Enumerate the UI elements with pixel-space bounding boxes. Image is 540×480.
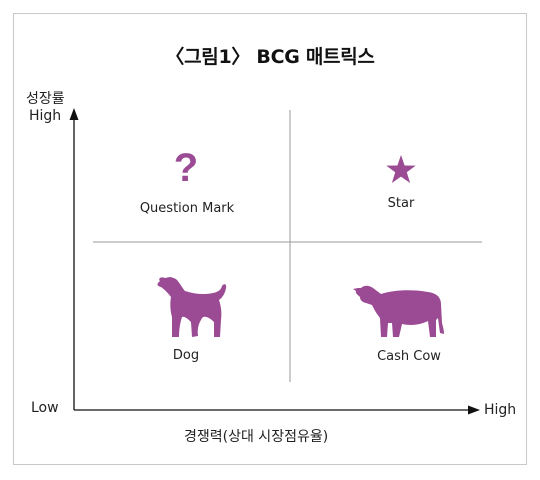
dog-label: Dog (172, 348, 200, 363)
figure-title: 〈그림1〉 BCG 매트릭스 (165, 46, 375, 68)
star-icon (386, 155, 416, 183)
x-axis-name: 경쟁력(상대 시장점유율) (184, 429, 329, 445)
cash-cow-label: Cash Cow (377, 349, 441, 364)
star-label: Star (387, 196, 415, 211)
y-axis-low-label: Low (31, 400, 59, 416)
x-axis-arrow (468, 405, 480, 415)
y-axis-high-label: High (29, 108, 62, 124)
cow-icon (353, 285, 444, 337)
question-mark-label: Question Mark (139, 201, 235, 216)
dog-icon (157, 277, 227, 337)
x-axis-high-label: High (484, 402, 517, 418)
y-axis-name: 성장률 (26, 91, 65, 107)
question-mark-icon: ? (173, 146, 199, 190)
y-axis-arrow (69, 108, 79, 120)
figure-frame (13, 13, 527, 465)
